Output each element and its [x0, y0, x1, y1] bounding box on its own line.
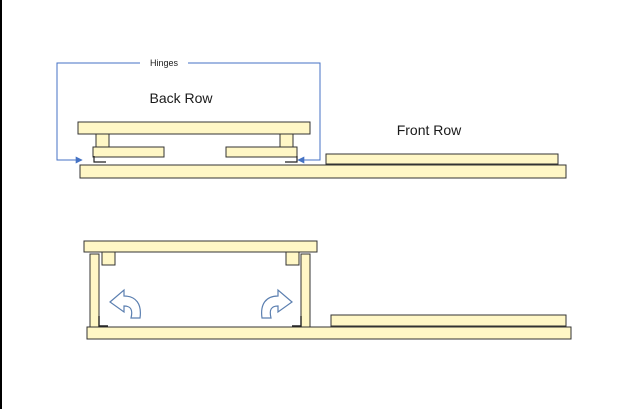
hinge-icon [93, 156, 298, 163]
rotate-arrow-left-icon [109, 288, 141, 319]
back-row-panel-left [92, 146, 165, 158]
hinges-bracket [56, 62, 321, 164]
raised-top-board [83, 240, 318, 253]
front-row-board [325, 153, 559, 165]
hinges-label: Hinges [150, 58, 179, 68]
raised-spacer-right [285, 251, 300, 266]
page-edge-rule [0, 0, 2, 409]
back-row-spacer-left [95, 133, 110, 148]
front-row-board-flat [330, 314, 567, 327]
back-row-spacer-right [279, 133, 294, 148]
hinge-icon [98, 316, 302, 327]
back-row-panel-right [225, 146, 298, 158]
raised-spacer-left [101, 251, 116, 266]
raised-leg-left [89, 253, 100, 328]
base-board-top [79, 164, 567, 179]
raised-leg-right [300, 253, 311, 328]
back-row-label: Back Row [149, 90, 213, 106]
front-row-label: Front Row [397, 122, 462, 138]
bottom-view [83, 240, 572, 340]
back-row-top-board [77, 121, 311, 135]
base-board-bottom [86, 326, 572, 340]
rotate-arrow-right-icon [261, 288, 293, 319]
top-view [56, 62, 567, 179]
